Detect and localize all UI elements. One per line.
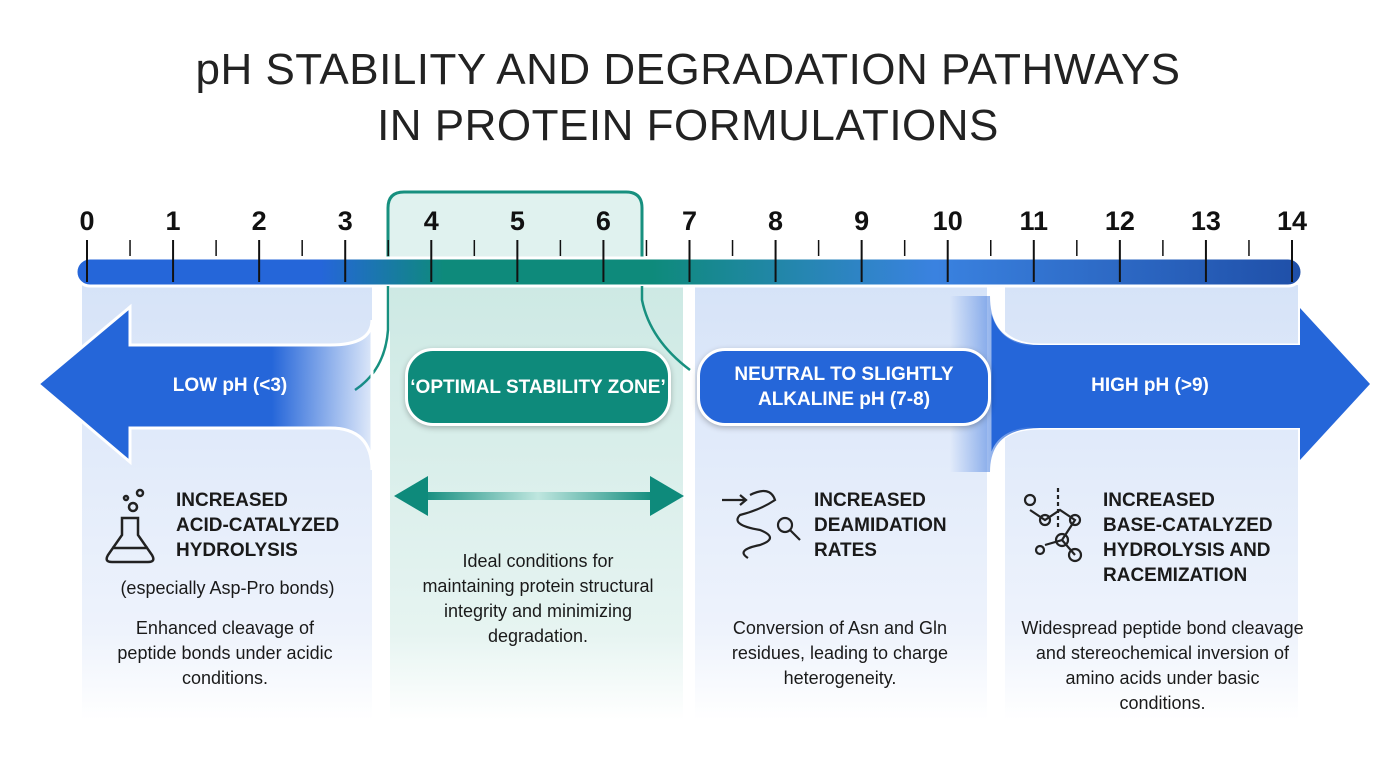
page-title: pH STABILITY AND DEGRADATION PATHWAYS IN … (0, 42, 1376, 154)
ph-tick-label: 11 (1019, 206, 1049, 236)
ph-tick-label: 13 (1190, 206, 1221, 236)
heading-line: DEAMIDATION (814, 515, 947, 536)
flask-icon (105, 488, 155, 564)
heading-line: RATES (814, 540, 877, 561)
heading-line: HYDROLYSIS (176, 540, 298, 561)
left-arrow (35, 303, 374, 471)
neutral-description: Conversion of Asn and Gln residues, lead… (731, 618, 949, 688)
ph-tick-label: 7 (681, 206, 698, 236)
protein-icon (722, 489, 801, 559)
optimal-bracket (386, 190, 644, 270)
ph-tick-label: 9 (854, 206, 870, 236)
title-line-1: pH STABILITY AND DEGRADATION PATHWAYS (195, 45, 1181, 94)
heading-line: ACID-CATALYZED (176, 515, 340, 536)
high-ph-description: Widespread peptide bond cleavage and ste… (1021, 618, 1304, 713)
ph-tick-label: 0 (79, 206, 95, 236)
low-ph-note: (especially Asp-Pro bonds) (120, 578, 335, 598)
low-ph-heading: INCREASED ACID-CATALYZED HYDROLYSIS (176, 488, 339, 563)
heading-line: INCREASED (1103, 490, 1215, 511)
high-ph-label: HIGH pH (>9) (1091, 375, 1209, 396)
ph-tick-label: 10 (932, 206, 963, 236)
ph-tick-label: 12 (1104, 206, 1135, 236)
heading-line: HYDROLYSIS AND (1103, 540, 1271, 561)
neutral-heading: INCREASED DEAMIDATION RATES (814, 488, 947, 563)
heading-line: BASE-CATALYZED (1103, 515, 1273, 536)
high-ph-heading: INCREASED BASE-CATALYZED HYDROLYSIS AND RAC… (1103, 488, 1273, 588)
ph-tick-label: 6 (595, 206, 611, 236)
ph-tick-label: 14 (1276, 206, 1308, 236)
neutral-label: NEUTRAL TO SLIGHTLY ALKALINE pH (7-8) (697, 348, 991, 426)
double-arrow-icon (394, 476, 684, 516)
heading-line: RACEMIZATION (1103, 565, 1248, 586)
ph-tick-label: 1 (165, 206, 181, 236)
molecule-icon (1023, 488, 1083, 563)
ph-tick-label: 2 (251, 206, 267, 236)
ph-tick-label: 5 (509, 206, 525, 236)
ph-tick-label: 3 (337, 206, 353, 236)
ph-tick-label: 8 (768, 206, 784, 236)
ph-tick-label: 4 (423, 206, 439, 236)
optimal-zone-label: ‘OPTIMAL STABILITY ZONE’ (405, 348, 671, 426)
heading-line: INCREASED (814, 490, 926, 511)
title-line-2: IN PROTEIN FORMULATIONS (377, 101, 999, 150)
low-ph-description: Enhanced cleavage of peptide bonds under… (117, 618, 333, 688)
heading-line: INCREASED (176, 490, 288, 511)
optimal-description: Ideal conditions for maintaining protein… (422, 551, 654, 646)
low-ph-label: LOW pH (<3) (172, 375, 288, 396)
